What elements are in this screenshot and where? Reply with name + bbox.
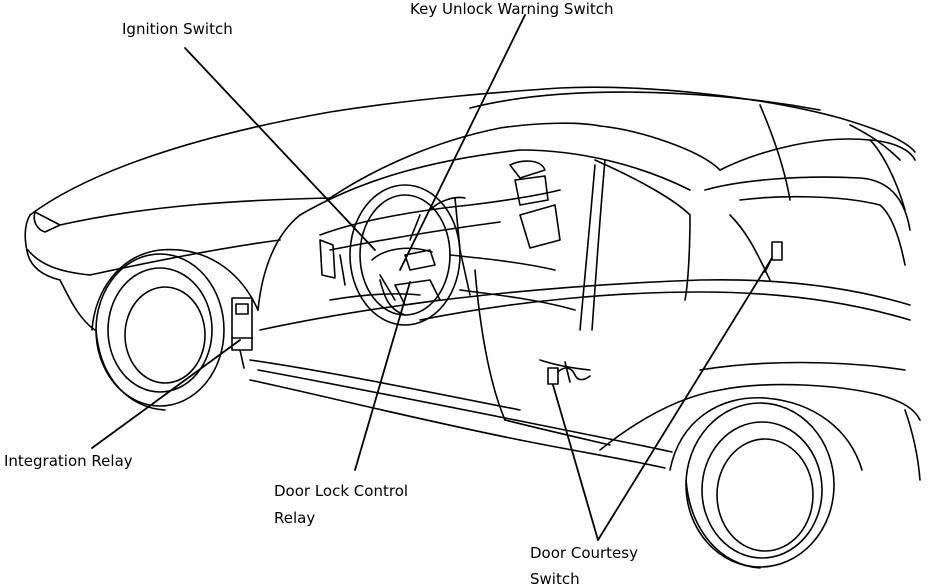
label-key-unlock-warning-switch: Key Unlock Warning Switch (410, 0, 614, 18)
rear-courtesy-switch-part (765, 242, 782, 272)
leader-integration-relay (92, 340, 240, 448)
leader-door-courtesy-front (553, 385, 598, 540)
label-door-lock-control-relay: Door Lock Control Relay (274, 482, 409, 527)
leader-key-unlock (400, 15, 525, 270)
leader-lines (92, 15, 772, 540)
leader-ignition-switch (185, 48, 375, 250)
leader-door-courtesy-rear (598, 258, 772, 540)
car-body (25, 87, 920, 568)
leader-door-lock-relay (355, 282, 410, 470)
integration-relay-part (232, 298, 252, 368)
door-courtesy-switch-part (548, 362, 590, 384)
label-ignition-switch: Ignition Switch (122, 20, 233, 38)
label-integration-relay: Integration Relay (4, 452, 133, 470)
label-door-courtesy-switch: Door Courtesy Switch (530, 544, 638, 586)
interior (320, 161, 575, 325)
